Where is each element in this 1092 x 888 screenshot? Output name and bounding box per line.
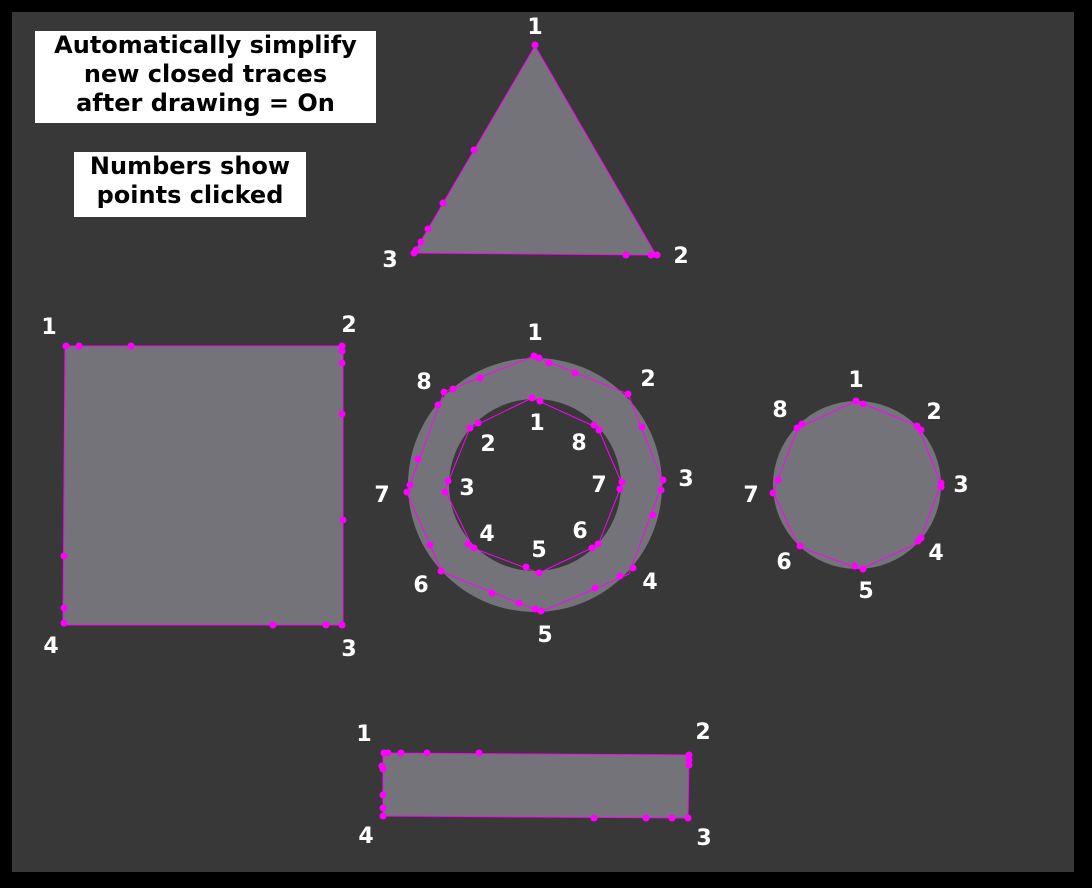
rectangle-label-3: 3 <box>696 826 711 851</box>
square-shape: 1 2 3 4 <box>41 313 356 662</box>
circle-fill <box>773 401 941 569</box>
square-label-3: 3 <box>341 637 356 662</box>
ring-inner-label-1: 1 <box>529 411 544 436</box>
ring-trace-points <box>403 352 667 615</box>
ring-outer-label-1: 1 <box>527 321 542 346</box>
note-line: Automatically simplify <box>54 31 357 59</box>
ring-shape: 1 2 3 4 5 6 7 8 1 2 3 4 5 6 7 8 <box>374 321 693 648</box>
ring-inner-label-8: 8 <box>571 431 586 456</box>
ring-outer-label-2: 2 <box>640 367 655 392</box>
ring-hole <box>449 399 621 571</box>
square-label-2: 2 <box>341 313 356 338</box>
ring-outer-label-5: 5 <box>537 623 552 648</box>
ring-inner-label-4: 4 <box>479 522 494 547</box>
rectangle-label-4: 4 <box>358 824 373 849</box>
rectangle-label-1: 1 <box>356 722 371 747</box>
rectangle-label-2: 2 <box>695 720 710 745</box>
triangle-shape: 1 2 3 <box>382 15 688 273</box>
ring-inner-label-7: 7 <box>591 473 606 498</box>
circle-label-4: 4 <box>928 541 943 566</box>
rectangle-trace-points <box>378 749 693 822</box>
rectangle-shape: 1 2 3 4 <box>356 720 711 851</box>
ring-inner-label-3: 3 <box>459 476 474 501</box>
legend-note: Numbers show points clicked <box>74 152 306 217</box>
circle-label-6: 6 <box>776 550 791 575</box>
ring-inner-label-6: 6 <box>572 519 587 544</box>
square-label-1: 1 <box>41 315 56 340</box>
square-label-4: 4 <box>43 634 58 659</box>
ring-outer-label-8: 8 <box>416 370 431 395</box>
circle-label-3: 3 <box>953 473 968 498</box>
triangle-label-3: 3 <box>382 248 397 273</box>
ring-inner-label-5: 5 <box>531 538 546 563</box>
triangle-label-2: 2 <box>673 244 688 269</box>
ring-outer-label-6: 6 <box>413 573 428 598</box>
ring-inner-label-2: 2 <box>480 432 495 457</box>
square-trace-points <box>60 342 347 629</box>
circle-label-2: 2 <box>926 400 941 425</box>
triangle-trace-points <box>410 41 661 259</box>
ring-outer-label-3: 3 <box>678 467 693 492</box>
triangle-fill <box>414 46 656 255</box>
note-line: Numbers show <box>89 152 291 180</box>
note-line: after drawing = On <box>76 89 335 117</box>
circle-label-1: 1 <box>848 368 863 393</box>
ring-outer-label-4: 4 <box>642 570 657 595</box>
ring-outer-label-7: 7 <box>374 483 389 508</box>
note-line: new closed traces <box>83 60 328 88</box>
note-line: points clicked <box>96 181 284 209</box>
simplify-mode-note: Automatically simplify new closed traces… <box>35 31 376 123</box>
circle-label-8: 8 <box>772 398 787 423</box>
triangle-label-1: 1 <box>527 15 542 40</box>
circle-label-7: 7 <box>743 483 758 508</box>
circle-trace-points <box>769 397 945 573</box>
square-fill <box>63 346 343 625</box>
rectangle-fill <box>383 753 689 818</box>
circle-shape: 1 2 3 4 5 6 7 8 <box>743 368 968 604</box>
circle-label-5: 5 <box>858 579 873 604</box>
